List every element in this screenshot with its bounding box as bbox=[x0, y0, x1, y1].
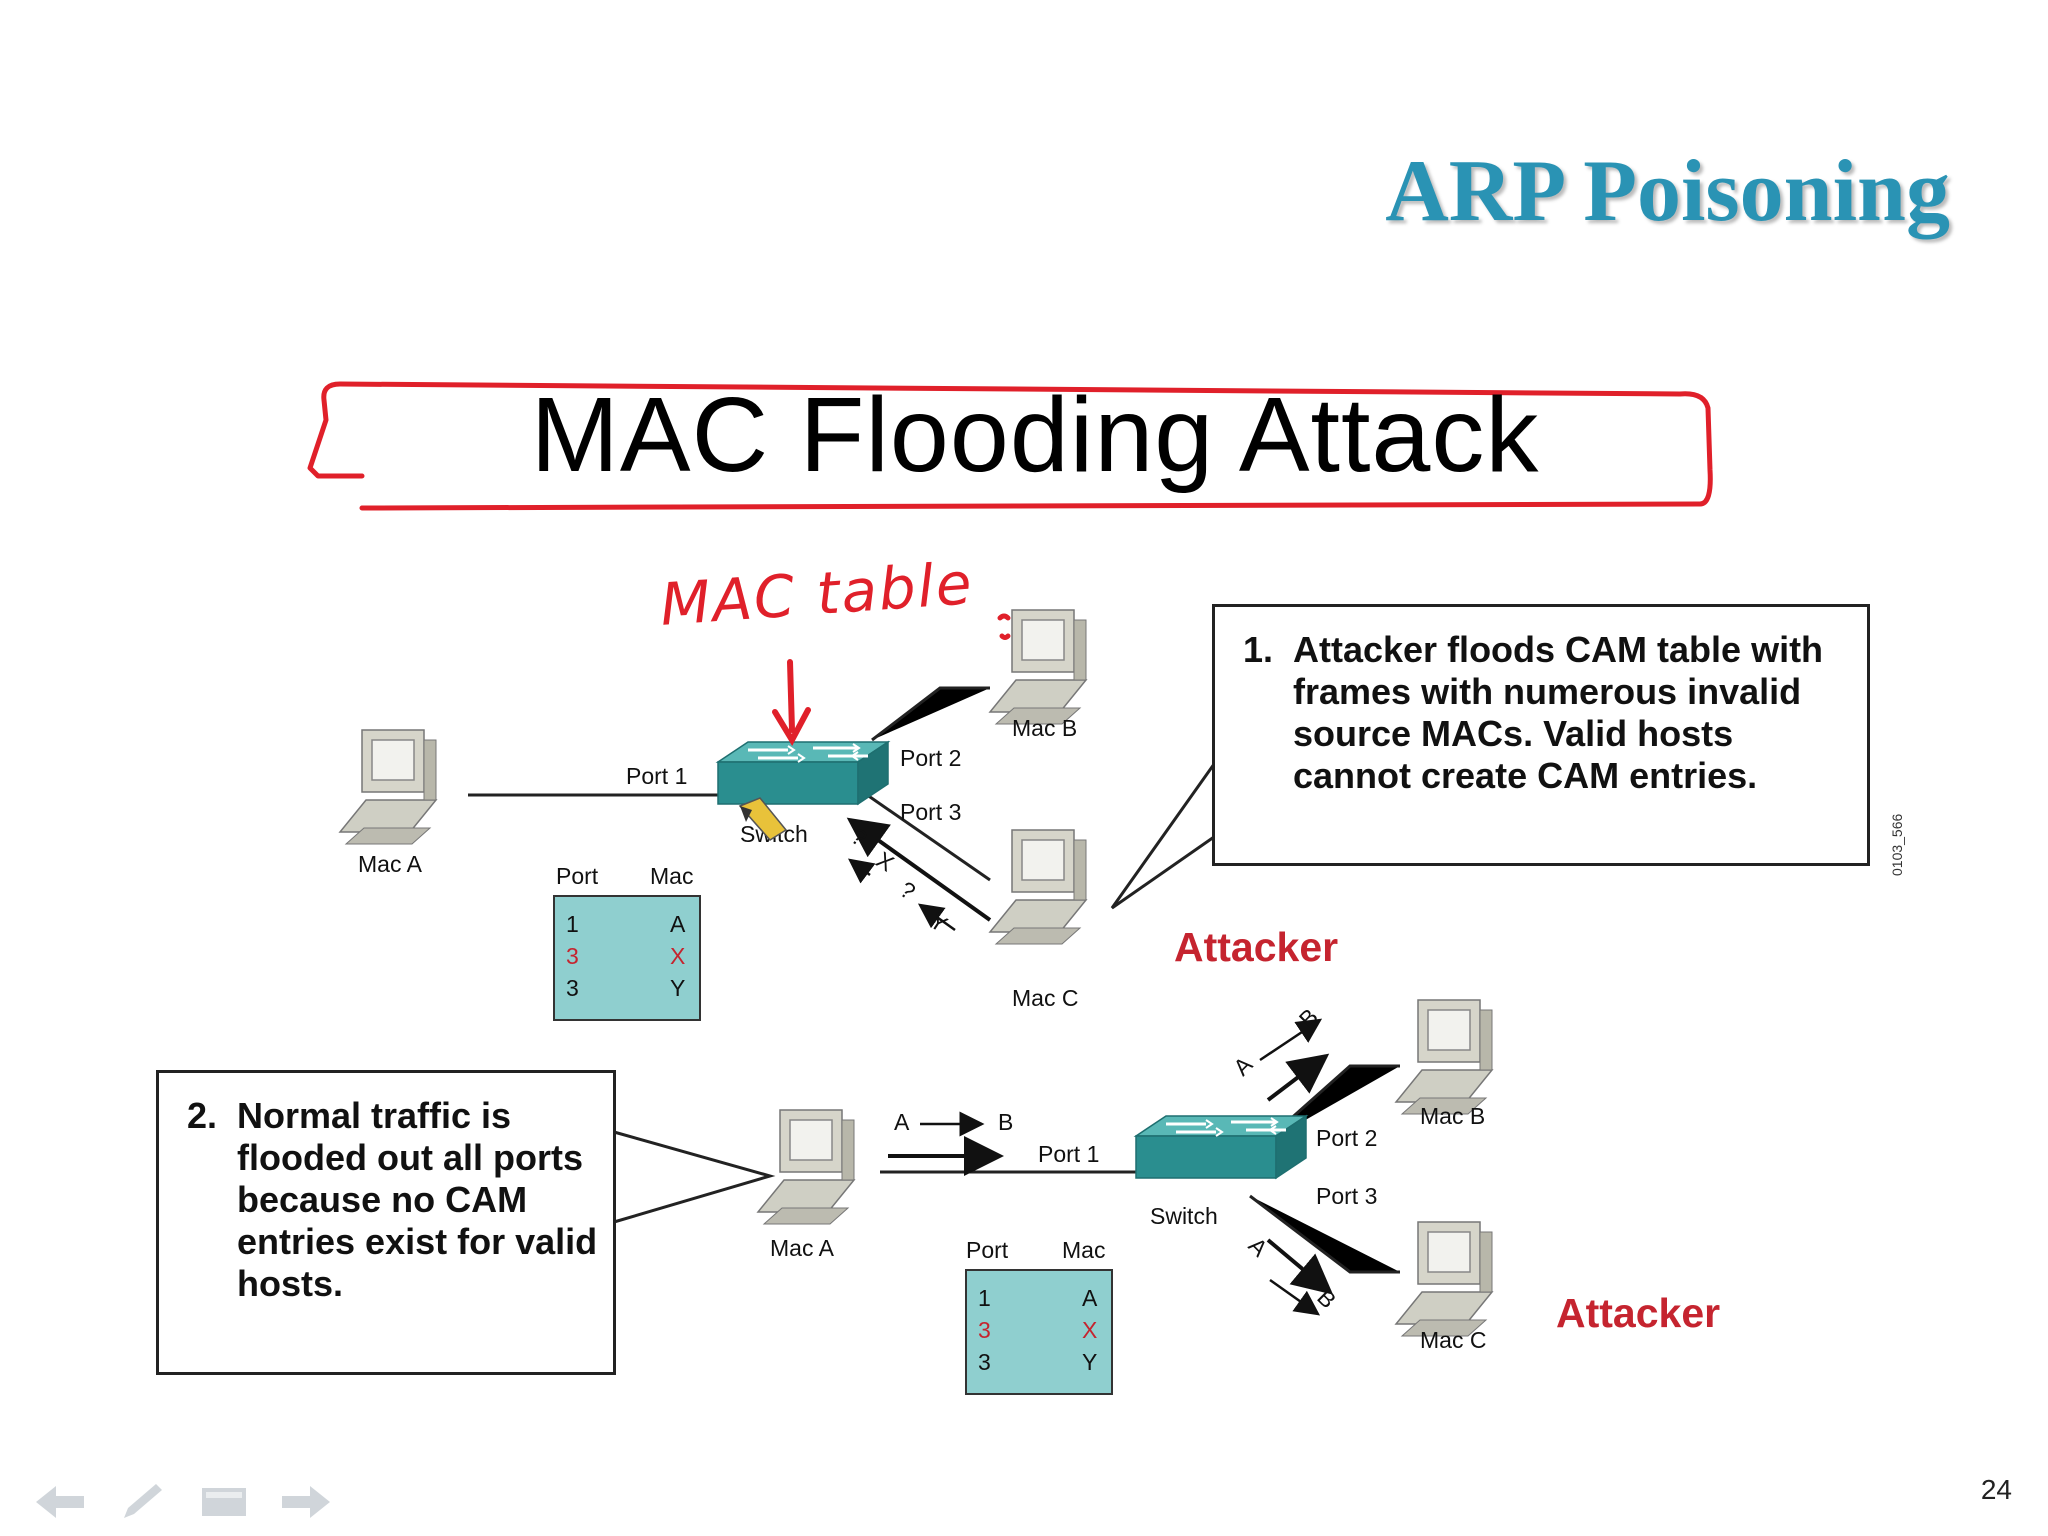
back-arrow-icon[interactable] bbox=[30, 1478, 90, 1526]
callout-step-2: 2. Normal traffic is flooded out all por… bbox=[156, 1070, 616, 1375]
top-host-mac-a bbox=[339, 729, 437, 845]
bottom-host-mac-b bbox=[1395, 999, 1493, 1115]
pen-icon[interactable] bbox=[112, 1478, 172, 1526]
bottom-cam-row-2-mac: X bbox=[1082, 1317, 1097, 1343]
bottom-switch-icon bbox=[1134, 1114, 1308, 1180]
top-label-port-2: Port 2 bbox=[900, 745, 961, 771]
bottom-label-port-2: Port 2 bbox=[1316, 1125, 1377, 1151]
top-label-port-1: Port 1 bbox=[626, 763, 687, 789]
top-label-port-3: Port 3 bbox=[900, 799, 961, 825]
bottom-frame-from-label: A bbox=[894, 1109, 910, 1135]
bottom-attacker-label: Attacker bbox=[1556, 1290, 1721, 1336]
forward-arrow-icon[interactable] bbox=[276, 1478, 336, 1526]
top-cam-header-port: Port bbox=[556, 863, 599, 889]
top-host-mac-c bbox=[989, 829, 1087, 945]
bottom-host-mac-c bbox=[1395, 1221, 1493, 1337]
bottom-cam-row-1-mac: A bbox=[1082, 1285, 1098, 1311]
bottom-cam-header-mac: Mac bbox=[1062, 1237, 1105, 1263]
callout-step-1-number: 1. bbox=[1243, 629, 1274, 670]
bottom-cam-header-port: Port bbox=[966, 1237, 1009, 1263]
bottom-label-port-3: Port 3 bbox=[1316, 1183, 1377, 1209]
callout-step-2-number: 2. bbox=[187, 1095, 218, 1136]
top-label-mac-b: Mac B bbox=[1012, 715, 1077, 741]
top-host-mac-b bbox=[989, 609, 1087, 725]
bottom-cam-row-3-mac: Y bbox=[1082, 1349, 1097, 1375]
top-label-mac-c: Mac C bbox=[1012, 985, 1078, 1011]
top-cam-row-2-port: 3 bbox=[566, 943, 579, 969]
top-flood-mark-3: ? bbox=[895, 876, 920, 905]
slide-title: ARP Poisoning bbox=[1385, 143, 1950, 240]
top-cam-row-3-port: 3 bbox=[566, 975, 579, 1001]
top-switch-icon bbox=[716, 740, 890, 806]
callout-step-1-text: Attacker floods CAM table with frames wi… bbox=[1293, 629, 1824, 796]
slide-heading: MAC Flooding Attack bbox=[530, 376, 1540, 494]
bottom-frame-down-from: A bbox=[1244, 1232, 1274, 1262]
bottom-frame-up-from: A bbox=[1228, 1051, 1258, 1081]
bottom-label-mac-a: Mac A bbox=[770, 1235, 835, 1261]
menu-icon[interactable] bbox=[194, 1478, 254, 1526]
bottom-frame-to-label: B bbox=[998, 1109, 1013, 1135]
bottom-frame-up-to: B bbox=[1294, 1003, 1323, 1032]
bottom-frame-down-to: B bbox=[1312, 1284, 1341, 1313]
slide-nav bbox=[30, 1478, 336, 1526]
top-cam-header-mac: Mac bbox=[650, 863, 693, 889]
bottom-cam-row-1-port: 1 bbox=[978, 1285, 991, 1311]
top-flood-mark-1: ? bbox=[846, 823, 871, 852]
callout-step-2-text: Normal traffic is flooded out all ports … bbox=[237, 1095, 598, 1304]
figure-id: 0103_566 bbox=[1889, 813, 1905, 876]
top-cam-table bbox=[553, 895, 701, 1021]
bottom-label-port-1: Port 1 bbox=[1038, 1141, 1099, 1167]
callout-step-1: 1. Attacker floods CAM table with frames… bbox=[1212, 604, 1870, 866]
top-cam-row-2-mac: X bbox=[670, 943, 685, 969]
pencil-cursor-icon bbox=[738, 797, 788, 841]
page-number: 24 bbox=[1980, 1474, 2012, 1505]
bottom-label-switch: Switch bbox=[1150, 1203, 1218, 1229]
top-cam-row-1-mac: A bbox=[670, 911, 686, 937]
bottom-label-mac-b: Mac B bbox=[1420, 1103, 1485, 1129]
top-attacker-label: Attacker bbox=[1174, 924, 1339, 970]
bottom-cam-row-3-port: 3 bbox=[978, 1349, 991, 1375]
top-cam-row-3-mac: Y bbox=[670, 975, 685, 1001]
bottom-cam-table bbox=[965, 1269, 1113, 1395]
bottom-cam-row-2-port: 3 bbox=[978, 1317, 991, 1343]
bottom-host-mac-a bbox=[757, 1109, 855, 1225]
top-label-mac-a: Mac A bbox=[358, 851, 423, 877]
bottom-label-mac-c: Mac C bbox=[1420, 1327, 1486, 1353]
top-cam-row-1-port: 1 bbox=[566, 911, 579, 937]
